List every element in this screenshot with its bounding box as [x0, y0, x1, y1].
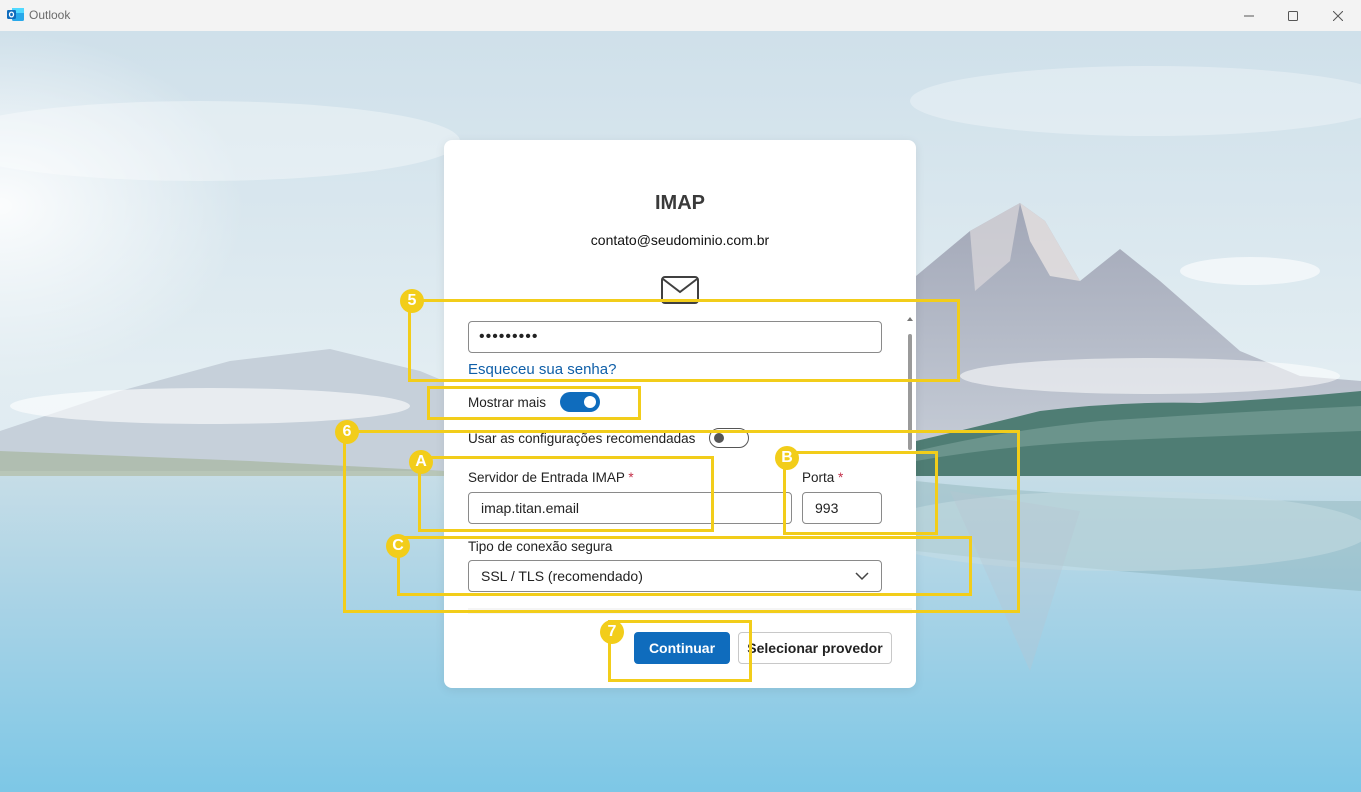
security-type-value: SSL / TLS (recomendado)	[481, 568, 643, 584]
account-email: contato@seudominio.com.br	[590, 232, 770, 248]
outlook-logo-icon	[7, 8, 24, 21]
incoming-server-label-text: Servidor de Entrada IMAP	[468, 470, 625, 485]
annotation-badge-b: B	[775, 446, 799, 470]
scroll-up-arrow-icon[interactable]	[907, 316, 913, 322]
minimize-icon	[1244, 15, 1254, 16]
continue-button[interactable]: Continuar	[634, 632, 730, 664]
show-more-toggle[interactable]	[560, 392, 600, 412]
annotation-badge-c: C	[386, 534, 410, 558]
forgot-password-link[interactable]: Esqueceu sua senha?	[468, 361, 617, 378]
dialog-title: IMAP	[655, 192, 705, 214]
annotation-badge-a: A	[409, 450, 433, 474]
recommended-settings-label: Usar as configurações recomendadas	[468, 431, 696, 446]
port-input[interactable]: 993	[802, 492, 882, 524]
annotation-badge-7: 7	[600, 620, 624, 644]
maximize-icon	[1288, 10, 1298, 21]
password-input[interactable]: •••••••••	[468, 321, 882, 353]
security-type-select[interactable]: SSL / TLS (recomendado)	[468, 560, 882, 592]
imap-settings-dialog: IMAP contato@seudominio.com.br •••••••••…	[444, 140, 916, 688]
port-label: Porta *	[802, 470, 843, 485]
scrollbar-thumb[interactable]	[908, 334, 912, 450]
select-provider-button[interactable]: Selecionar provedor	[738, 632, 892, 664]
port-label-text: Porta	[802, 470, 835, 485]
scroll-fade	[468, 608, 912, 614]
close-button[interactable]	[1315, 0, 1361, 31]
maximize-button[interactable]	[1270, 0, 1316, 31]
required-mark: *	[838, 470, 844, 485]
show-more-label: Mostrar mais	[468, 395, 547, 410]
incoming-server-input[interactable]: imap.titan.email	[468, 492, 792, 524]
incoming-server-label: Servidor de Entrada IMAP *	[468, 470, 634, 485]
chevron-down-icon	[855, 572, 869, 581]
annotation-badge-5: 5	[400, 289, 424, 313]
recommended-settings-toggle[interactable]	[709, 428, 749, 448]
window-title: Outlook	[29, 8, 71, 22]
annotation-badge-6: 6	[335, 420, 359, 444]
title-bar: Outlook	[0, 0, 1361, 31]
minimize-button[interactable]	[1226, 0, 1272, 31]
toggle-knob	[584, 396, 596, 408]
close-icon	[1333, 10, 1343, 21]
security-type-label: Tipo de conexão segura	[468, 539, 613, 554]
envelope-icon	[661, 276, 699, 304]
required-mark: *	[628, 470, 634, 485]
toggle-knob	[714, 433, 724, 443]
